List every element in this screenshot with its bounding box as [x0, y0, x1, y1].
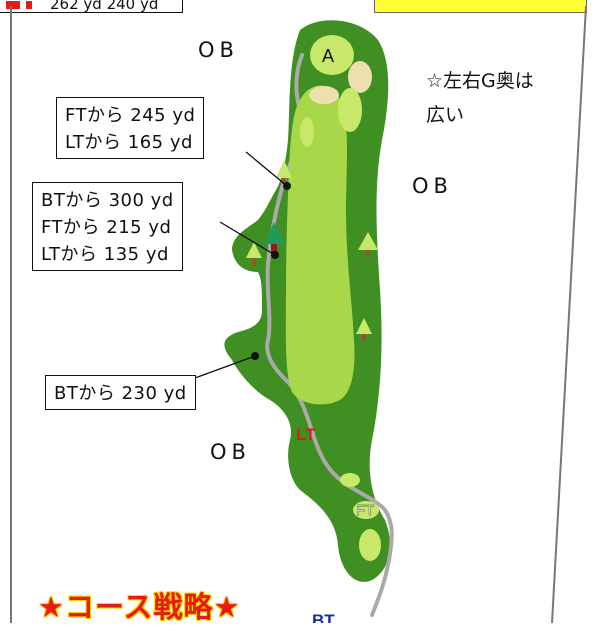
- distance-marker-box-2: BTから 300 yd FTから 215 yd LTから 135 yd: [32, 182, 183, 271]
- fairway-bunker-left: [300, 117, 314, 147]
- ob-label: OB: [198, 38, 239, 62]
- tee-box-1: [340, 473, 360, 487]
- boundary-line-right: [551, 5, 587, 623]
- note-text: ☆左右G奥は 広い: [426, 64, 534, 132]
- distance-line: LTから 165 yd: [65, 132, 193, 153]
- marker-dot-1: [283, 182, 291, 190]
- green-bunker-lower: [309, 86, 339, 104]
- tee-color-marker: [6, 1, 20, 9]
- distance-line: LTから 135 yd: [41, 244, 169, 265]
- fairway-bunker-right: [338, 88, 362, 132]
- fairway: [285, 85, 355, 405]
- tree-icon: [264, 222, 284, 254]
- tee-label-bt: BT: [312, 611, 335, 623]
- distance-header: 262 yd 240 yd: [0, 0, 184, 13]
- distance-line: BTから 230 yd: [54, 383, 187, 404]
- ob-label: OB: [210, 440, 251, 464]
- green-bunker-right: [348, 61, 372, 93]
- green-label: A: [322, 46, 334, 66]
- tee-label-lt: LT: [296, 425, 316, 444]
- tree-icon: [276, 160, 292, 184]
- note-line: ☆左右G奥は: [426, 70, 534, 92]
- tee-color-marker-2: [26, 1, 32, 9]
- tee-box-3: [359, 529, 381, 561]
- marker-dot-2: [271, 251, 279, 259]
- tree-icon: [246, 242, 262, 266]
- leader-line-2: [219, 221, 276, 256]
- distance-marker-box-3: BTから 230 yd: [45, 375, 196, 410]
- distance-line: BTから 300 yd: [41, 190, 174, 211]
- tree-icon: [358, 232, 378, 258]
- distance-line: FTから 245 yd: [65, 105, 196, 126]
- leader-line-3: [194, 355, 256, 379]
- distance-marker-box-1: FTから 245 yd LTから 165 yd: [56, 97, 205, 159]
- course-strategy-title: ★コース戦略★: [38, 590, 241, 624]
- distance-line: FTから 215 yd: [41, 217, 172, 238]
- leader-line-1: [245, 151, 288, 187]
- note-line: 広い: [426, 104, 465, 126]
- header-distances: 262 yd 240 yd: [50, 0, 159, 13]
- ob-label: OB: [412, 174, 453, 198]
- putting-green: [310, 35, 354, 75]
- tee-label-ft: FT: [356, 502, 374, 519]
- tree-icon: [356, 318, 372, 342]
- marker-dot-3: [251, 352, 259, 360]
- tee-box-2: [353, 501, 379, 519]
